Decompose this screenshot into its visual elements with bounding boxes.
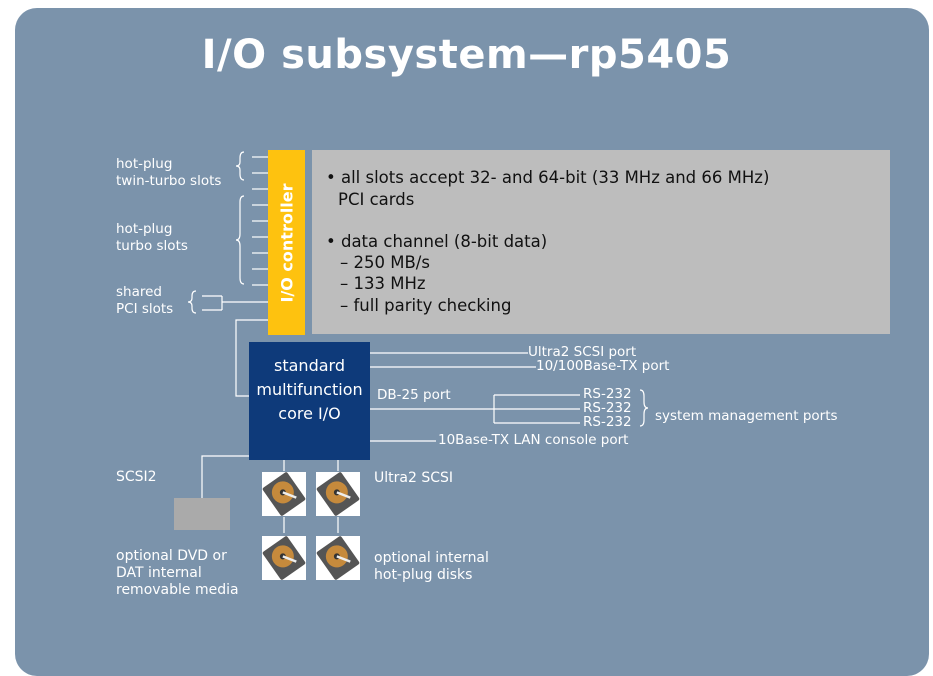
turbo-slots-label-line2: turbo slots: [116, 238, 188, 254]
rs232-label-3: RS-232: [583, 414, 632, 430]
disks-label-line1: optional internal: [374, 550, 489, 566]
info-line-bandwidth: – 250 MB/s: [340, 253, 430, 272]
info-line-pci-cards: PCI cards: [338, 190, 415, 209]
info-line-frequency: – 133 MHz: [340, 274, 426, 293]
page-title: I/O subsystem—rp5405: [201, 32, 732, 78]
turbo-slots-label-line1: hot-plug: [116, 221, 173, 237]
ultra2-scsi-label: Ultra2 SCSI: [374, 470, 453, 486]
db25-port-label: DB-25 port: [377, 387, 451, 403]
shared-slots-label-line1: shared: [116, 284, 162, 300]
lan-console-port-label: 10Base-TX LAN console port: [438, 432, 629, 448]
info-line-slots: • all slots accept 32- and 64-bit (33 MH…: [326, 168, 770, 187]
disks-label-line2: hot-plug disks: [374, 567, 473, 583]
hard-disk-icon: [316, 536, 360, 580]
rs232-label-1: RS-232: [583, 386, 632, 402]
twin-turbo-slots-label-line1: hot-plug: [116, 156, 173, 172]
info-line-data-channel: • data channel (8-bit data): [326, 232, 548, 251]
twin-turbo-slots-label-line2: twin-turbo slots: [116, 173, 222, 189]
core-io-block: standard multifunction core I/O: [249, 342, 370, 460]
removable-media-drive: [174, 498, 230, 530]
io-controller-block: [268, 150, 305, 335]
base-tx-port-label: 10/100Base-TX port: [536, 358, 670, 374]
info-box: • all slots accept 32- and 64-bit (33 MH…: [312, 150, 890, 334]
media-label-line3: removable media: [116, 582, 239, 598]
shared-slots-label-line2: PCI slots: [116, 301, 174, 317]
media-label-line1: optional DVD or: [116, 548, 227, 564]
media-label-line2: DAT internal: [116, 565, 202, 581]
system-management-ports-label: system management ports: [655, 408, 838, 424]
hard-disk-icon: [262, 536, 306, 580]
core-io-line3: core I/O: [278, 404, 341, 423]
hard-disk-icon: [316, 472, 360, 516]
info-line-parity: – full parity checking: [340, 296, 512, 315]
scsi2-label: SCSI2: [116, 469, 157, 485]
hard-disk-icon: [262, 472, 306, 516]
rs232-label-2: RS-232: [583, 400, 632, 416]
io-controller-label: I/O controller: [277, 183, 297, 303]
background-panel: [15, 8, 929, 676]
ultra2-scsi-port-label: Ultra2 SCSI port: [528, 344, 637, 360]
core-io-line1: standard: [274, 356, 345, 375]
core-io-line2: multifunction: [256, 380, 363, 399]
